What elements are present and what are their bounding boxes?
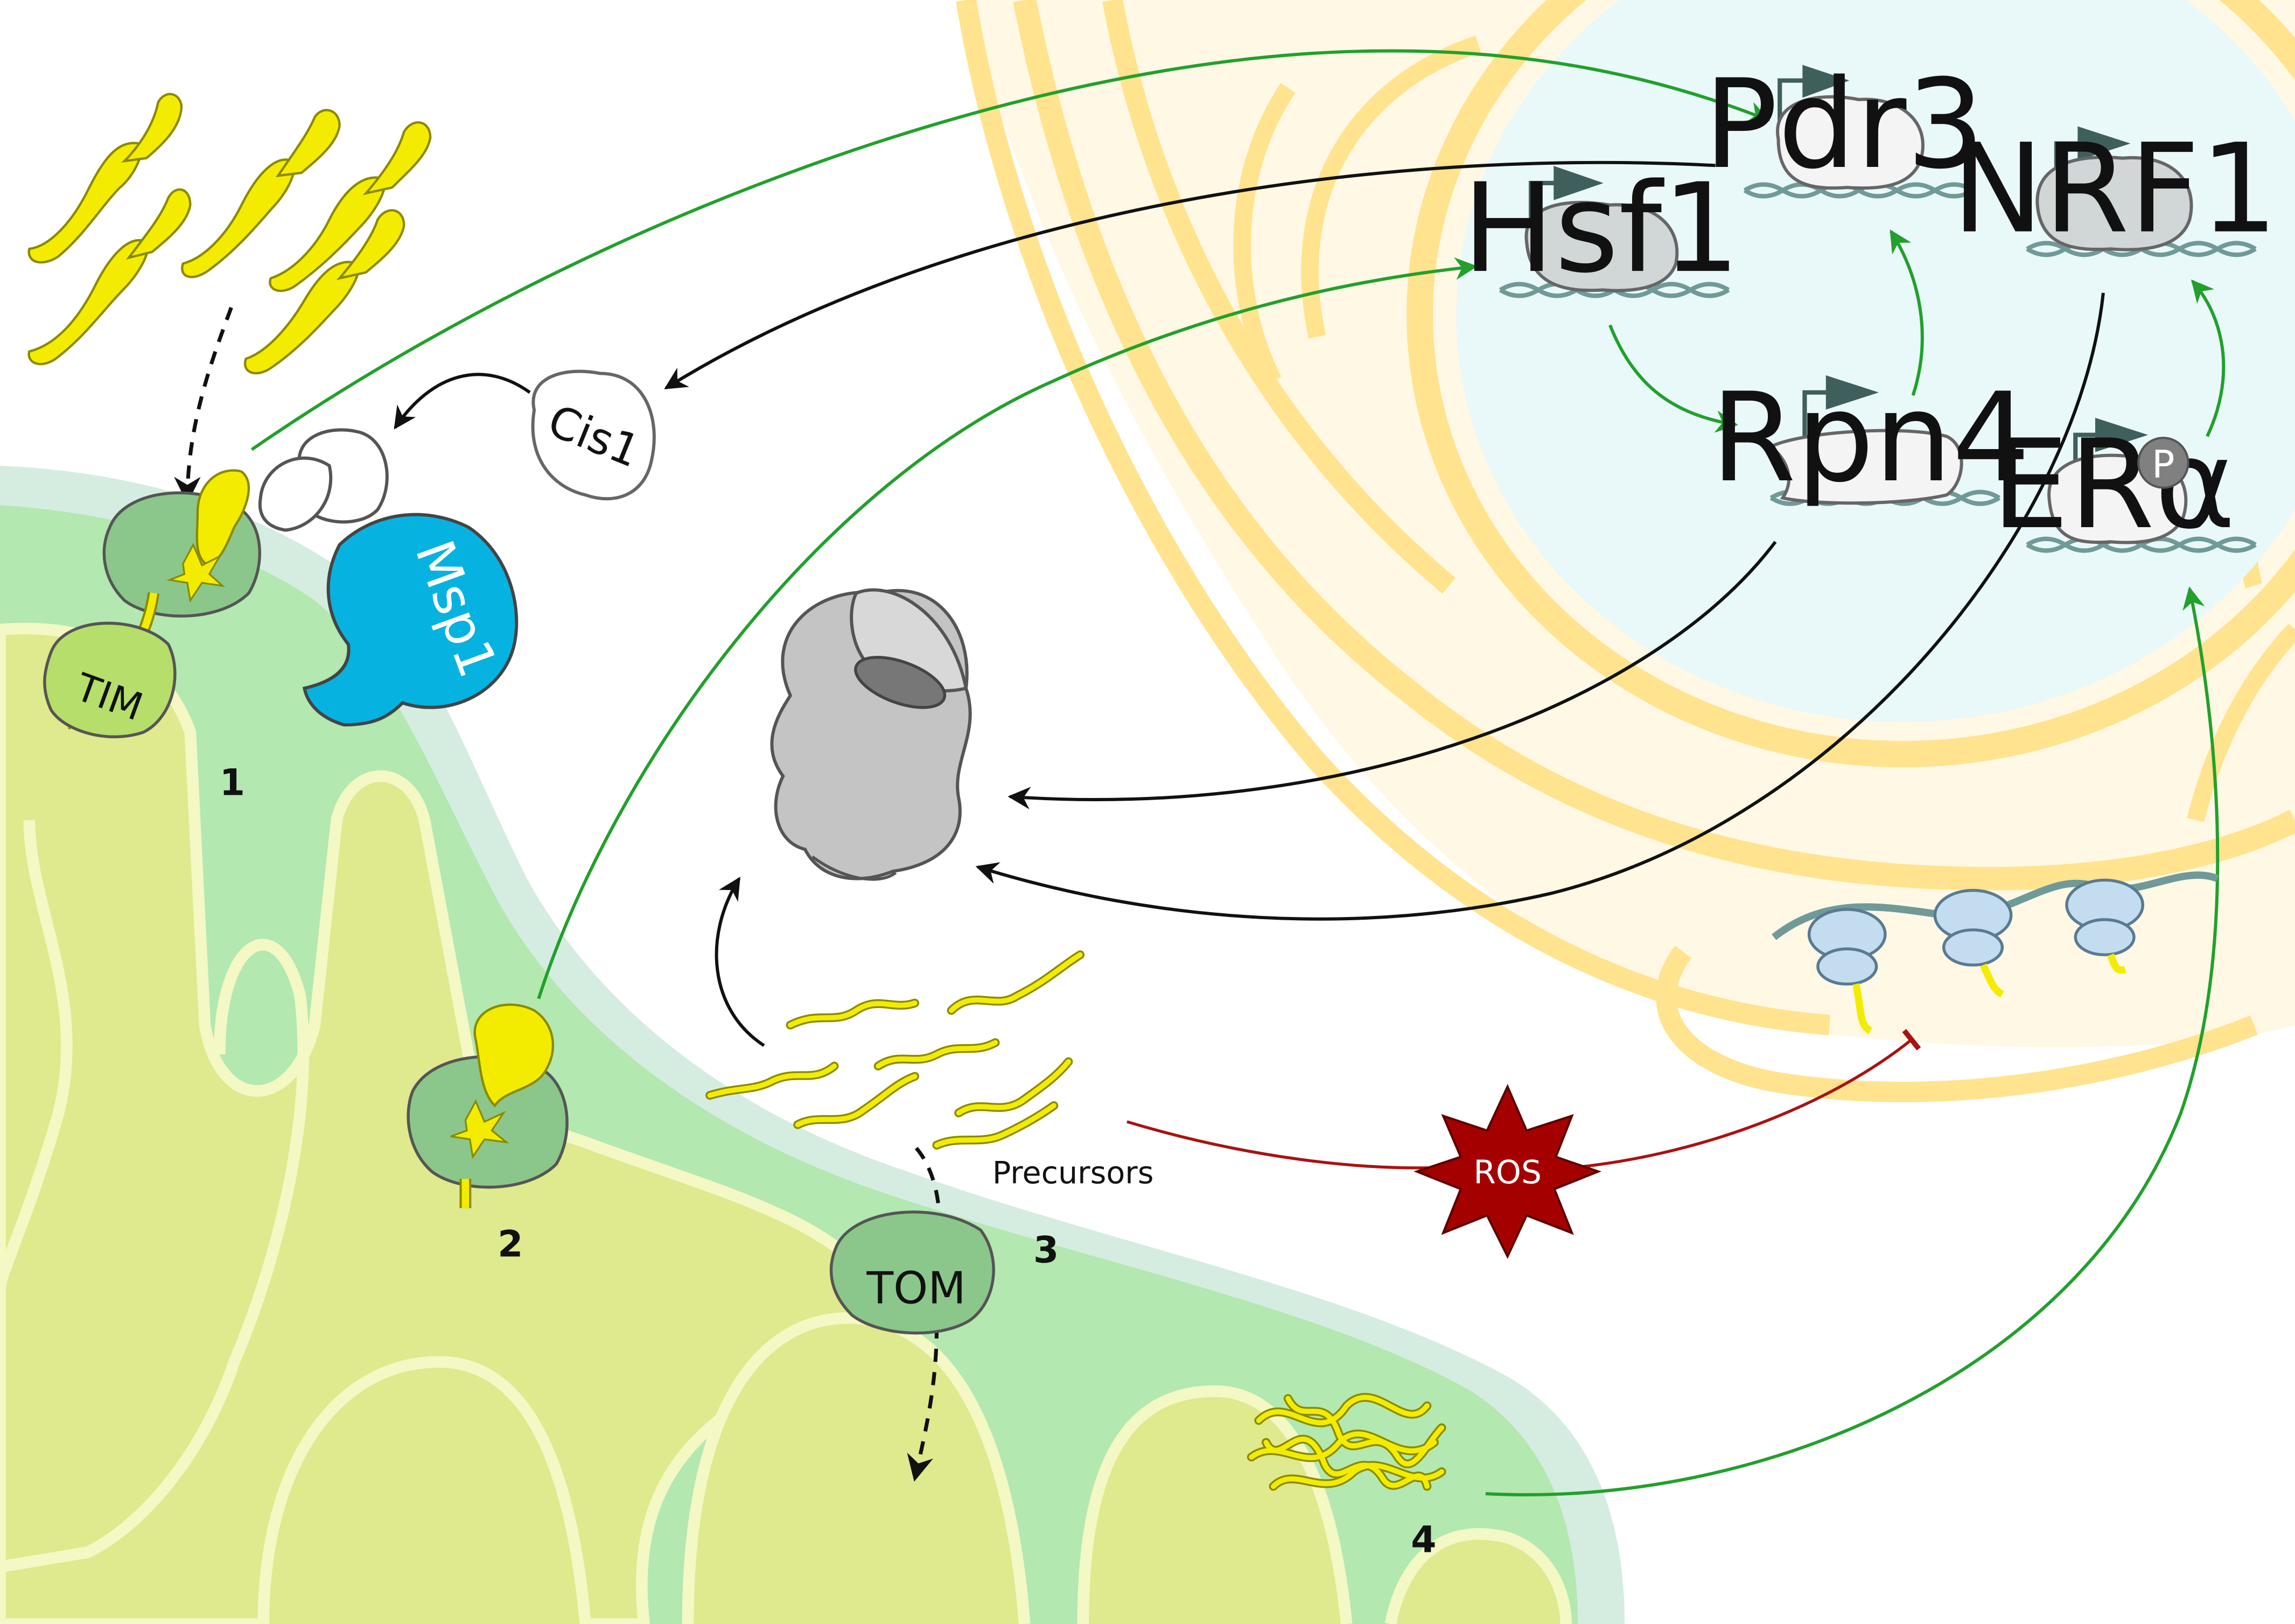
transcription-factor-nrf1: NRF1 xyxy=(1952,117,2278,261)
phospho-label: P xyxy=(2152,442,2175,487)
tom-label: TOM xyxy=(866,1263,965,1314)
nuclear-envelope-outer xyxy=(1407,0,2295,767)
step-3-number: 3 xyxy=(1033,1229,1059,1271)
cis1-protein: Cis1 xyxy=(531,369,656,501)
nrf1-label: NRF1 xyxy=(1952,117,2278,261)
ribosome-3 xyxy=(2065,878,2145,974)
step-1-complex: TIM Msp1 xyxy=(43,428,519,739)
step-1-number: 1 xyxy=(220,762,245,804)
hsf1-label: Hsf1 xyxy=(1462,157,1740,300)
signaling-arrows xyxy=(174,49,2226,1496)
pdr3-label: Pdr3 xyxy=(1704,53,1985,196)
precursors-label: Precursors xyxy=(992,1155,1154,1191)
ros-burst: ROS xyxy=(1414,1083,1602,1259)
precursor-proteins-cytosol-fill xyxy=(707,952,1083,1148)
transcription-factor-rpn4: Rpn4 xyxy=(1711,366,2031,509)
era-label: ERα xyxy=(1991,413,2235,556)
msp1-protein: Msp1 xyxy=(258,428,519,727)
phosphorylation-badge xyxy=(2137,437,2189,489)
step-4-number: 4 xyxy=(1411,1519,1436,1562)
rpn4-label: Rpn4 xyxy=(1711,366,2031,509)
transcription-factor-hsf1: Hsf1 xyxy=(1462,157,1740,300)
transcription-factor-era: ERα P xyxy=(1991,413,2235,556)
ribosome-1 xyxy=(1807,908,1887,1034)
ros-label: ROS xyxy=(1473,1153,1542,1191)
step-2-number: 2 xyxy=(498,1223,523,1265)
translating-ribosomes xyxy=(1772,871,2219,1034)
precursor-proteins-upper xyxy=(27,93,432,375)
promoter-arrows xyxy=(1529,65,2149,469)
proteasome xyxy=(770,588,972,881)
ribosome-2 xyxy=(1933,888,2013,998)
protein-aggregate xyxy=(1247,1393,1446,1491)
step-2-complex xyxy=(407,1003,569,1208)
transcription-factor-pdr3: Pdr3 xyxy=(1704,53,1985,196)
tom-complex: TOM xyxy=(829,1210,995,1335)
tim-complex: TIM xyxy=(43,621,177,739)
